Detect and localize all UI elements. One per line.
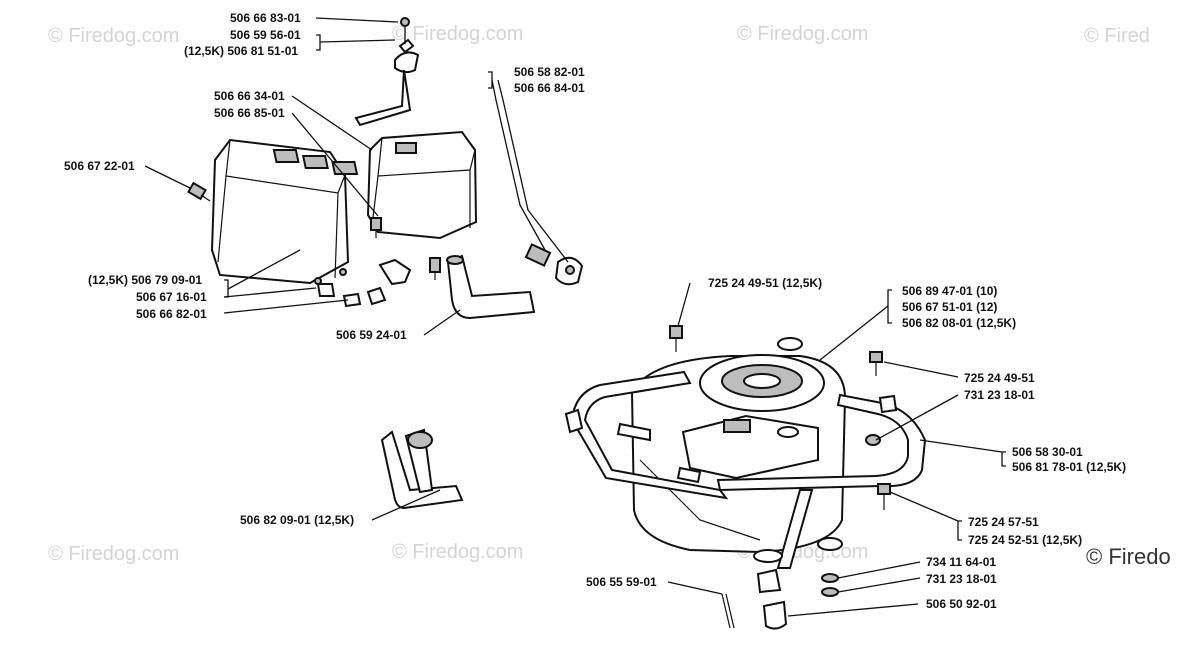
leader-lines xyxy=(144,17,1006,617)
screw-drawing xyxy=(370,217,382,238)
corner-watermark: © Firedo xyxy=(1086,544,1171,569)
part-number-label: 506 58 82-01 xyxy=(514,65,585,79)
part-number-label: (12,5K) 506 81 51-01 xyxy=(184,44,298,58)
part-number-label: 725 24 49-51 xyxy=(964,371,1035,385)
dipstick-drawing xyxy=(354,17,420,127)
bracket-drawing xyxy=(378,257,441,286)
mount-foot-drawing xyxy=(721,537,843,630)
part-number-label: 506 67 22-01 xyxy=(64,159,135,173)
part-number-label: 506 67 51-01 (12) xyxy=(902,300,997,314)
part-number-label: 725 24 49-51 (12,5K) xyxy=(708,276,822,290)
part-number-label: 734 11 64-01 xyxy=(926,555,996,569)
part-number-label: 731 23 18-01 xyxy=(964,388,1035,402)
part-number-label: 506 82 09-01 (12,5K) xyxy=(240,513,354,527)
watermark: © Firedog.com xyxy=(48,543,179,565)
watermark: © Firedog.com xyxy=(392,23,523,45)
watermark-group: © Firedog.com © Firedog.com © Firedog.co… xyxy=(48,23,1171,569)
muffler-cover-drawing xyxy=(210,138,359,285)
part-number-label: 506 50 92-01 xyxy=(926,597,997,611)
part-number-label: 506 55 59-01 xyxy=(586,575,657,589)
screw-drawing xyxy=(187,181,211,202)
part-number-label: 731 23 18-01 xyxy=(926,572,997,586)
part-number-label: 506 66 34-01 xyxy=(214,89,285,103)
frame-drawing xyxy=(564,370,927,569)
part-number-label: 506 66 83-01 xyxy=(230,11,301,25)
part-number-label: 506 66 84-01 xyxy=(514,81,585,95)
part-number-label: 725 24 52-51 (12,5K) xyxy=(968,533,1082,547)
part-number-label: 506 89 47-01 (10) xyxy=(902,284,997,298)
bolt-drawing xyxy=(316,283,387,308)
elbow-pipe-drawing xyxy=(380,428,464,510)
engine-drawing xyxy=(630,337,847,554)
part-number-label: 725 24 57-51 xyxy=(968,515,1039,529)
part-labels: 506 66 83-01 506 59 56-01 (12,5K) 506 81… xyxy=(64,11,1126,611)
connector-drawing xyxy=(524,243,584,286)
part-number-label: 506 59 24-01 xyxy=(336,328,407,342)
part-number-label: 506 58 30-01 xyxy=(1012,445,1083,459)
part-number-label: 506 81 78-01 (12,5K) xyxy=(1012,460,1126,474)
part-number-label: 506 82 08-01 (12,5K) xyxy=(902,316,1016,330)
watermark: © Firedog.com xyxy=(48,25,179,47)
part-number-label: 506 59 56-01 xyxy=(230,28,301,42)
part-number-label: (12,5K) 506 79 09-01 xyxy=(88,273,202,287)
engine-bolt-drawing xyxy=(669,325,891,510)
exhaust-pipe-drawing xyxy=(446,254,536,320)
watermark: © Fired xyxy=(1084,25,1150,47)
part-number-label: 506 66 82-01 xyxy=(136,307,207,321)
muffler-drawing xyxy=(366,130,478,240)
watermark: © Firedog.com xyxy=(737,23,868,45)
watermark: © Firedog.com xyxy=(392,541,523,563)
part-number-label: 506 66 85-01 xyxy=(214,106,285,120)
part-number-label: 506 67 16-01 xyxy=(136,290,207,304)
